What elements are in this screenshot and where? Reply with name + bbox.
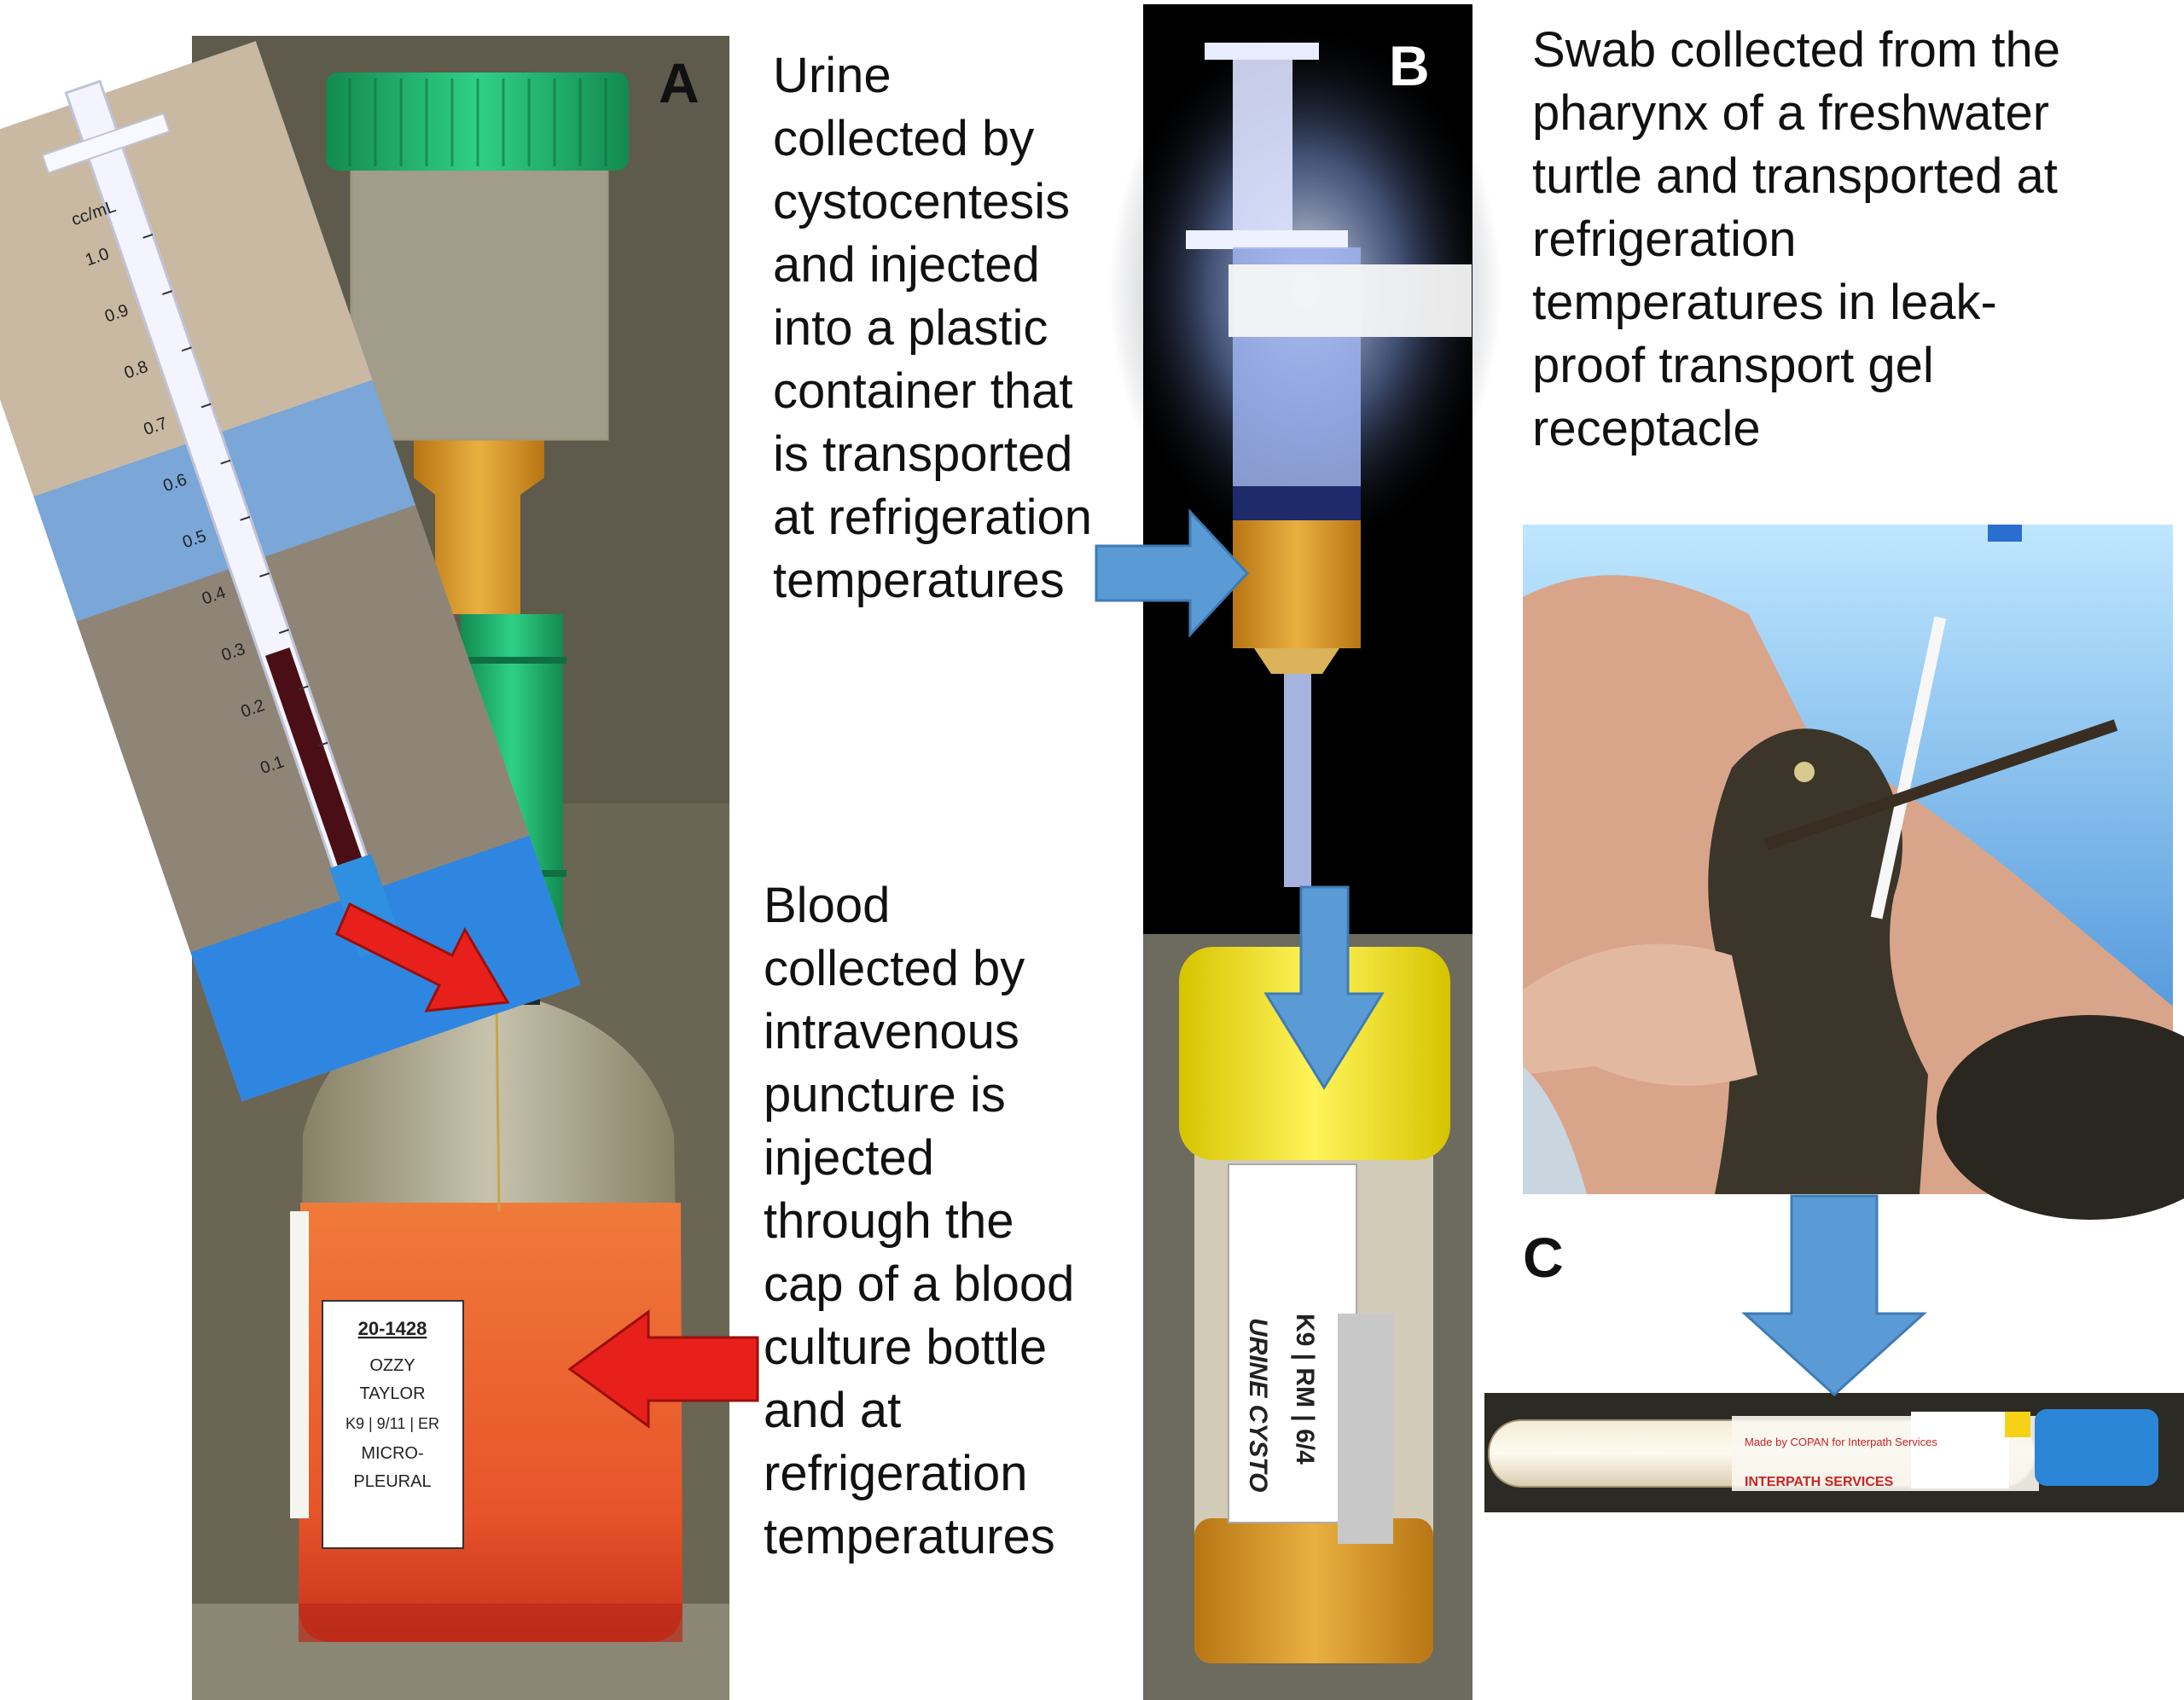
caption-line: refrigeration xyxy=(1532,212,1797,267)
caption-line: culture bottle xyxy=(764,1320,1048,1375)
bottle-label-surname: TAYLOR xyxy=(359,1384,425,1403)
caption-line: turtle and transported at xyxy=(1532,148,2058,204)
caption-line: and injected xyxy=(773,237,1040,293)
tube-cap xyxy=(2035,1409,2158,1486)
caption-line: temperatures in leak- xyxy=(1532,275,1997,330)
caption-line: collected by xyxy=(764,941,1025,996)
red-arrow-cap xyxy=(335,902,510,1012)
caption-line: through the xyxy=(764,1193,1014,1249)
panel-letter-a: A xyxy=(659,51,700,114)
panel-c-photo: Made by COPAN for Interpath Services INT… xyxy=(1484,525,2184,1512)
caption-line: proof transport gel xyxy=(1532,338,1934,393)
swab-stick xyxy=(1870,616,1947,920)
swab-caption: Swab collected from the pharynx of a fre… xyxy=(1532,19,2060,461)
cup-label-info: K9 | RM | 6/4 xyxy=(1291,1314,1319,1465)
caption-line: Urine xyxy=(773,48,892,103)
caption-line: intravenous xyxy=(764,1004,1019,1059)
bottle-label-id: 20-1428 xyxy=(358,1318,427,1339)
caption-line: cap of a blood xyxy=(764,1256,1075,1312)
syringe-inset: cc/mL 1.0 0.9 0.8 0.7 0.6 0.5 0.4 0.3 0.… xyxy=(0,41,581,1102)
panel-a-photo: 20-1428 OZZY TAYLOR K9 | 9/11 | ER MICRO… xyxy=(0,36,759,1700)
panel-letter-c: C xyxy=(1523,1226,1564,1289)
urine-container xyxy=(351,166,607,439)
caption-line: is transported xyxy=(773,426,1073,482)
caption-line: at refrigeration xyxy=(773,490,1092,545)
tube-label-maker: Made by COPAN for Interpath Services xyxy=(1745,1436,1937,1448)
blue-arrow-tube xyxy=(1741,1194,1927,1397)
redacted-label xyxy=(1338,1314,1393,1544)
caption-line: cystocentesis xyxy=(773,174,1071,229)
redacted-tube-label xyxy=(1911,1412,2009,1488)
tube-label-brand: INTERPATH SERVICES xyxy=(1745,1475,1894,1489)
caption-line: container that xyxy=(773,363,1073,419)
tube-label-text: Made by COPAN for Interpath Services INT… xyxy=(1745,1436,1937,1489)
caption-line: and at xyxy=(764,1383,902,1438)
urine-in-syringe xyxy=(1233,520,1361,648)
caption-line: Blood xyxy=(764,878,891,933)
blood-caption: Blood collected by intravenous puncture … xyxy=(764,874,1074,1569)
caption-line: Swab collected from the xyxy=(1532,22,2060,78)
caption-line: into a plastic xyxy=(773,300,1048,356)
caption-line: puncture is xyxy=(764,1067,1006,1123)
caption-line: refrigeration xyxy=(764,1446,1028,1501)
urine-caption: Urine collected by cystocentesis and inj… xyxy=(773,44,1092,612)
caption-line: receptacle xyxy=(1532,401,1761,456)
bottle-label-text: 20-1428 OZZY TAYLOR K9 | 9/11 | ER MICRO… xyxy=(346,1318,439,1491)
panel-b-photo: K9 | RM | 6/4 URINE CYSTO xyxy=(1095,4,1502,1700)
cup-label-text: K9 | RM | 6/4 URINE CYSTO xyxy=(1244,1314,1319,1492)
bottle-label-site: PLEURAL xyxy=(353,1472,431,1491)
panel-letter-b: B xyxy=(1389,34,1430,97)
caption-line: temperatures xyxy=(773,553,1065,608)
red-arrow-bottle xyxy=(567,1309,759,1429)
blue-arrow-cup xyxy=(1263,885,1385,1090)
bottle-label xyxy=(322,1300,464,1549)
caption-line: pharynx of a freshwater xyxy=(1532,85,2050,141)
bottle-label-info: K9 | 9/11 | ER xyxy=(346,1415,439,1432)
cup-label-type: URINE CYSTO xyxy=(1244,1318,1272,1492)
bottle-label-type: MICRO- xyxy=(361,1444,423,1463)
caption-line: temperatures xyxy=(764,1509,1055,1564)
blue-arrow-syringe xyxy=(1095,508,1250,638)
turtle-head xyxy=(1708,728,1928,1194)
bottle-label-name: OZZY xyxy=(369,1356,415,1375)
caption-line: collected by xyxy=(773,111,1035,166)
caption-line: injected xyxy=(764,1130,934,1186)
